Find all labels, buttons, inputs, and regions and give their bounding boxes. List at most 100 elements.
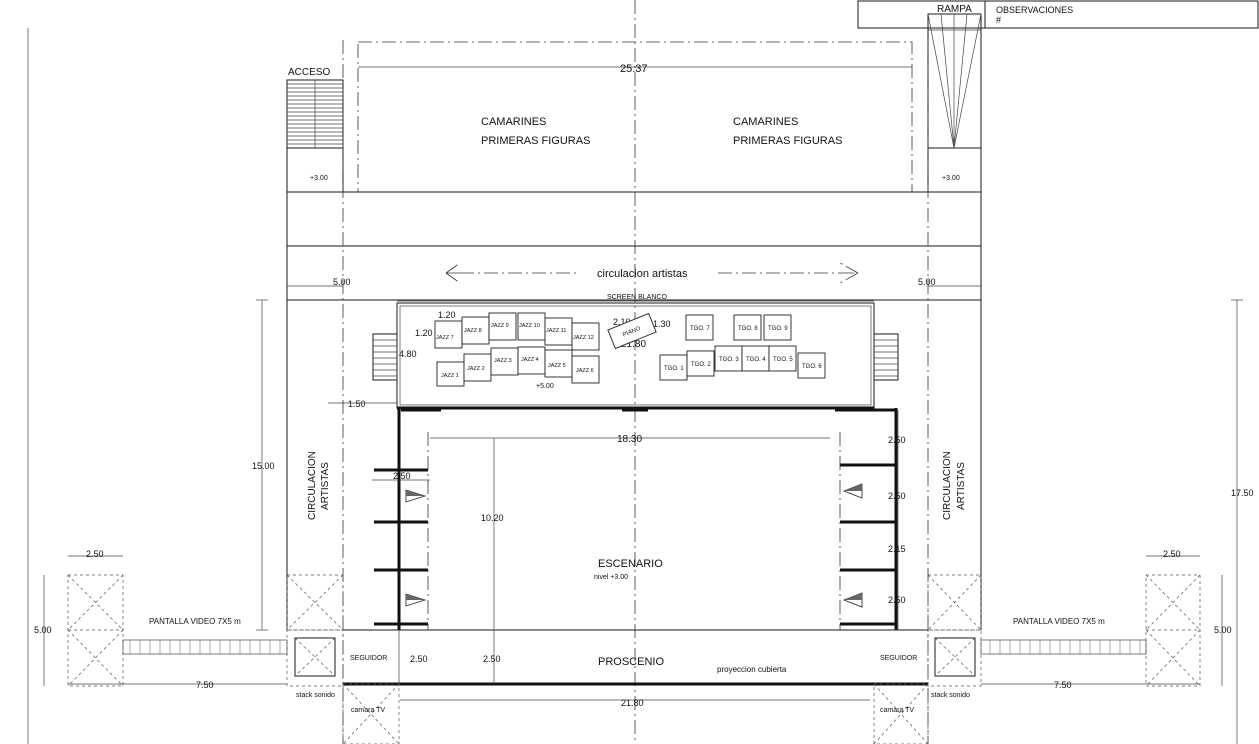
jazz-seat-label: JAZZ 12 [573,335,594,341]
camarines-left-title: CAMARINES [481,116,546,128]
jazz-seat-label: JAZZ 1 [441,373,459,379]
proscenium: PROSCENIO proyeccion cubierta 2.50 2.50 … [343,630,928,708]
tango-seat-label: TGO. 2 [691,362,711,368]
tango-seat-label: TGO. 7 [690,326,710,332]
circulacion-left-2: ARTISTAS [320,462,331,510]
jazz-seat-label: JAZZ 2 [467,366,485,372]
dim-left-5: 5.00 [333,277,351,287]
seguidor-left-label: SEGUIDOR [350,655,387,662]
tango-seat: TGO. 2 [686,350,715,377]
dim-2-50-left: 2.50 [393,471,411,481]
jazz-seat-label: JAZZ 11 [546,328,566,334]
jazz-seat: JAZZ 11 [544,317,573,346]
video-screen-left: 2.50 5.00 7.50 PANTALLA VIDEO 7X5 m [34,549,288,690]
circulacion-right-1: CIRCULACION [942,451,953,520]
jazz-seat: JAZZ 5 [544,349,573,378]
jazz-seat: JAZZ 2 [463,353,492,382]
tango-seat: TGO. 1 [659,354,688,381]
escenario-level: nivel +3.00 [594,574,628,581]
jazz-seat: JAZZ 9 [488,312,517,341]
seguidor-right-label: SEGUIDOR [880,655,917,662]
circulacion-left-1: CIRCULACION [307,451,318,520]
jazz-seat-label: JAZZ 4 [521,357,539,363]
dim-right-5: 5.00 [918,277,936,287]
left-equipment: SEGUIDOR stack sonido camara TV [286,574,400,744]
acceso-level: +3.00 [310,175,328,182]
screen-blanco-label: SCREEN BLANCO [607,294,667,301]
jazz-seat-label: JAZZ 9 [491,323,509,329]
pantalla-right-label: PANTALLA VIDEO 7X5 m [1013,617,1105,626]
rampa-level: +3.00 [942,175,960,182]
tower-width-right: 2.50 [1163,549,1181,559]
dim-18-30: 18.30 [617,434,642,445]
piano: PIANO [607,312,657,350]
proyeccion-label: proyeccion cubierta [717,665,787,674]
stack-sonido-right: stack sonido [931,692,970,699]
video-screen-right: 2.50 5.00 7.50 PANTALLA VIDEO 7X5 m [980,549,1232,690]
jazz-seat: JAZZ 6 [571,355,600,384]
dim-2-50-pros-b: 2.50 [483,654,501,664]
overall-dimensions: 15.00 17.50 [252,299,1254,744]
dim-1-20-b: 1.20 [415,328,433,338]
observaciones-value: # [996,15,1001,25]
main-stage: 18.30 10.20 2.50 2.50 2.50 2.15 2.50 ESC… [343,408,928,631]
tango-seat-label: TGO. 9 [768,326,788,332]
tango-seat: TGO. 9 [763,314,792,341]
tango-seat-label: TGO. 3 [719,357,739,363]
camarines-right-title: CAMARINES [733,116,798,128]
tower-width-left: 2.50 [86,549,104,559]
right-equipment: SEGUIDOR stack sonido camara TV [873,574,982,744]
dim-21-80-platform: 21.80 [621,339,646,350]
tango-seat: TGO. 4 [741,345,770,372]
observaciones-label: OBSERVACIONES [996,5,1073,15]
dim-right-2-50-a: 2.50 [888,435,906,445]
dim-17-5: 17.50 [1231,488,1254,498]
jazz-seat: JAZZ 3 [490,347,519,376]
width-dimension: 25.37 [620,63,648,75]
acceso-stairs [287,80,343,148]
tango-seat-label: TGO. 1 [664,366,684,372]
stack-sonido-left: stack sonido [296,692,335,699]
tower-height-right: 5.00 [1214,625,1232,635]
axis-lines [27,0,636,744]
tower-height-left: 5.00 [34,625,52,635]
tango-seat: TGO. 7 [685,314,714,341]
tango-section: TGO. 7 TGO. 8 TGO. 9 TGO. 1 TGO. 2 TGO. … [659,314,826,381]
rampa-label: RAMPA [937,4,972,15]
camarines-right-subtitle: PRIMERAS FIGURAS [733,135,842,147]
dim-right-2-15: 2.15 [888,544,906,554]
dim-15: 15.00 [252,461,275,471]
acceso-label: ACCESO [288,67,330,78]
camara-tv-left: camara TV [351,707,385,714]
dim-21-80-bottom: 21.80 [621,698,644,708]
pantalla-left-label: PANTALLA VIDEO 7X5 m [149,617,241,626]
jazz-seat: JAZZ 7 [434,320,463,349]
jazz-seat: JAZZ 8 [461,316,490,345]
orchestra-platform: SCREEN BLANCO 1.20 1.20 4.80 1.50 2.10 1… [328,294,899,410]
title-block: RAMPA OBSERVACIONES # [857,0,1259,29]
dim-1-50: 1.50 [348,399,366,409]
dim-2-10: 2.10 [613,317,631,327]
jazz-seat: JAZZ 4 [517,346,546,375]
proscenio-label: PROSCENIO [598,656,664,668]
jazz-seat: JAZZ 12 [571,322,600,351]
tango-seat-label: TGO. 4 [746,357,766,363]
escenario-label: ESCENARIO [598,558,663,570]
tango-seat: TGO. 5 [768,345,797,372]
camarines-left-subtitle: PRIMERAS FIGURAS [481,135,590,147]
rampa-ramp [927,13,982,149]
jazz-seat-label: JAZZ 5 [548,363,566,369]
camara-tv-right: camara TV [880,707,914,714]
tango-seat-label: TGO. 5 [773,357,793,363]
tango-seat: TGO. 8 [733,314,762,341]
dim-right-2-50-c: 2.50 [888,595,906,605]
dim-1-30: 1.30 [653,319,671,329]
tango-seat-label: TGO. 6 [802,364,822,370]
dressing-room-zone: ACCESO +3.00 25.37 CAMARINES PRIMERAS FI… [286,13,982,301]
distance-left: 7.50 [196,680,214,690]
jazz-section: JAZZ 7 JAZZ 8 JAZZ 9 JAZZ 10 JAZZ 11 JAZ… [434,312,600,387]
tango-seat: TGO. 3 [714,345,743,372]
tango-seat-label: TGO. 8 [738,326,758,332]
dim-1-20-a: 1.20 [438,310,456,320]
